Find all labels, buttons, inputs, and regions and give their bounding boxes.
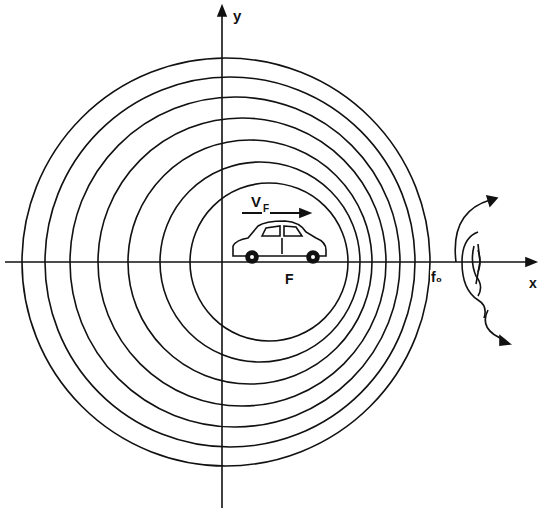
ear-observer <box>455 196 510 345</box>
frequency-label: f₀ <box>430 270 443 284</box>
car <box>233 221 326 263</box>
axes <box>5 6 536 508</box>
velocity-arrow <box>242 209 310 217</box>
velocity-label: V <box>250 194 262 209</box>
axis-label: x <box>528 276 538 290</box>
axis-label: y <box>232 8 242 23</box>
velocity-subscript: F <box>262 204 270 214</box>
source-label: F <box>284 272 295 286</box>
